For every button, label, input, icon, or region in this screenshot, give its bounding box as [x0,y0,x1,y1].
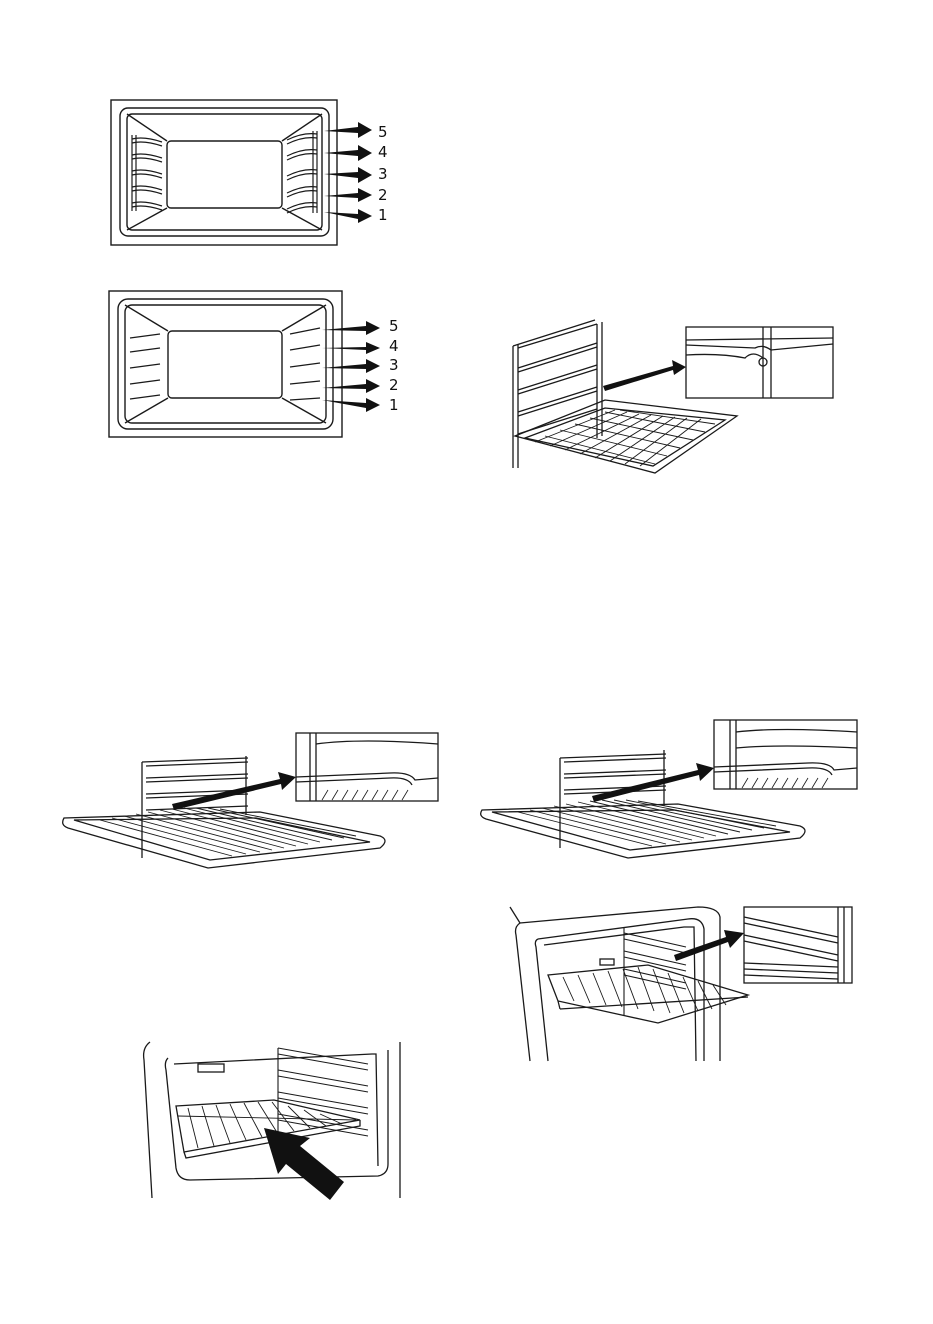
arrow-right-icon-d [172,772,296,810]
oven-shelf-positions-diagram-b: 5 4 3 2 1 [108,290,428,440]
arrow-right-icon-e [592,763,714,802]
oven-cavity-drawing-b: 5 4 3 2 1 [108,290,428,440]
wire-shelf-runner-illustration-left [60,730,445,875]
wire-shelf-runner-illustration-right [478,718,863,863]
arrow-right-icon-c [603,360,686,391]
shelf-label-5: 5 [378,123,388,141]
shelf-label-5-b: 5 [389,317,399,335]
oven-shelf-positions-diagram-a: 5 4 3 2 1 [110,99,410,249]
shelf-label-1-b: 1 [389,396,399,414]
shelf-label-2: 2 [378,186,388,204]
shelf-label-3-b: 3 [389,356,399,374]
oven-shelf-pulled-out-illustration [508,905,858,1063]
push-arrow-icon [264,1128,344,1200]
tray-runner-detail-illustration [505,318,840,478]
arrow-right-icon-f [674,930,744,961]
oven-cavity-drawing: 5 4 3 2 1 [110,99,410,249]
arrow-right-icon-b [322,321,380,412]
shelf-label-4: 4 [378,143,388,161]
shelf-label-2-b: 2 [389,376,399,394]
shelf-label-1: 1 [378,206,388,224]
oven-shelf-push-in-illustration [138,1040,408,1200]
shelf-label-3: 3 [378,165,388,183]
arrow-right-icon [324,122,372,223]
shelf-label-4-b: 4 [389,337,399,355]
